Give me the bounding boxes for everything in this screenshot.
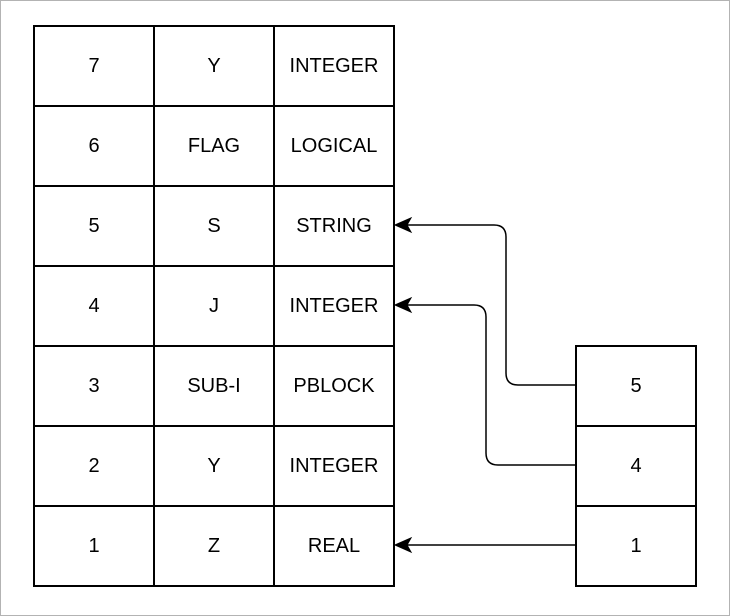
row-7-type-cell: INTEGER bbox=[273, 25, 395, 107]
row-1-index-cell: 1 bbox=[33, 505, 155, 587]
arrowhead-string bbox=[393, 216, 413, 234]
arrow-4-to-j-integer bbox=[405, 304, 575, 466]
row-2-name-cell: Y bbox=[153, 425, 275, 507]
pointer-cell-5: 5 bbox=[575, 345, 697, 427]
row-4-name-cell: J bbox=[153, 265, 275, 347]
arrowhead-real bbox=[393, 536, 413, 554]
row-5-type-cell: STRING bbox=[273, 185, 395, 267]
row-2-type-cell: INTEGER bbox=[273, 425, 395, 507]
row-5-index-cell: 5 bbox=[33, 185, 155, 267]
row-7-index-cell: 7 bbox=[33, 25, 155, 107]
row-5-name-cell: S bbox=[153, 185, 275, 267]
row-3-name-cell: SUB-I bbox=[153, 345, 275, 427]
pointer-cell-1: 1 bbox=[575, 505, 697, 587]
row-1-name-cell: Z bbox=[153, 505, 275, 587]
row-6-index-cell: 6 bbox=[33, 105, 155, 187]
row-6-name-cell: FLAG bbox=[153, 105, 275, 187]
row-2-index-cell: 2 bbox=[33, 425, 155, 507]
arrowhead-j-integer bbox=[393, 296, 413, 314]
row-1-type-cell: REAL bbox=[273, 505, 395, 587]
row-3-index-cell: 3 bbox=[33, 345, 155, 427]
row-4-type-cell: INTEGER bbox=[273, 265, 395, 347]
pointer-cell-4: 4 bbox=[575, 425, 697, 507]
arrow-5-to-string bbox=[405, 224, 575, 386]
row-4-index-cell: 4 bbox=[33, 265, 155, 347]
row-7-name-cell: Y bbox=[153, 25, 275, 107]
row-3-type-cell: PBLOCK bbox=[273, 345, 395, 427]
row-6-type-cell: LOGICAL bbox=[273, 105, 395, 187]
